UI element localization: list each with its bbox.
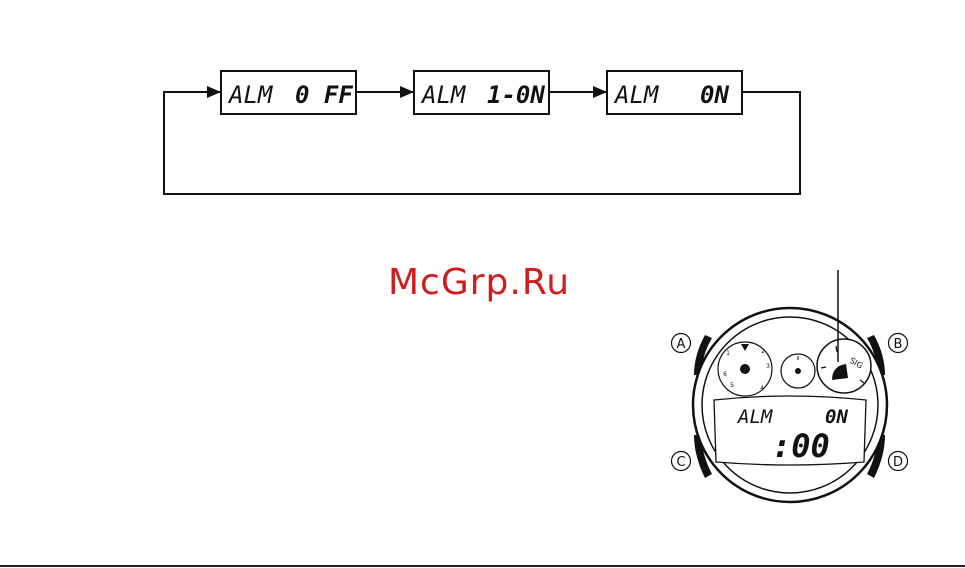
button-d[interactable]: D — [889, 452, 908, 471]
button-c[interactable]: C — [672, 452, 691, 471]
lcd-alm-text: ALM — [737, 406, 773, 428]
dial-mark-5: 5 — [730, 382, 734, 389]
dial-mark-3: 3 — [766, 363, 770, 370]
left-subdial-hub — [740, 364, 750, 374]
watch-illustration: 6 5 4 3 2 1 SIG ALM 0N :00 A — [672, 270, 908, 502]
alarm-off-box: ALM 0 FF — [221, 71, 356, 114]
alarm-one-on-right-text: 1-0N — [487, 81, 545, 109]
sig-subdial-hub — [835, 371, 841, 377]
dial-mark-6: 6 — [723, 371, 727, 378]
alarm-on-left-text: ALM — [613, 81, 660, 109]
dial-mark-4: 4 — [760, 385, 764, 392]
button-a[interactable]: A — [672, 334, 691, 353]
bottom-rule — [0, 565, 965, 567]
alarm-off-left-text: ALM — [227, 81, 274, 109]
lcd-time-text: :00 — [772, 427, 830, 465]
lcd-on-text: 0N — [825, 406, 848, 428]
button-d-label: D — [893, 455, 903, 470]
alarm-off-right-text: 0 FF — [295, 81, 353, 109]
alarm-on-right-text: 0N — [700, 81, 729, 109]
alarm-one-on-left-text: ALM — [420, 81, 467, 109]
button-b[interactable]: B — [889, 334, 908, 353]
button-b-label: B — [894, 337, 903, 352]
alarm-one-on-box: ALM 1-0N — [414, 71, 549, 114]
dial-mark-2: 2 — [761, 348, 765, 355]
button-a-label: A — [677, 337, 686, 352]
button-c-label: C — [676, 455, 685, 470]
watermark-text: McGrp.Ru — [388, 262, 570, 303]
alarm-on-box: ALM 0N — [607, 71, 742, 114]
dial-mark-1: 1 — [726, 350, 730, 357]
middle-subdial-hub — [795, 368, 801, 374]
